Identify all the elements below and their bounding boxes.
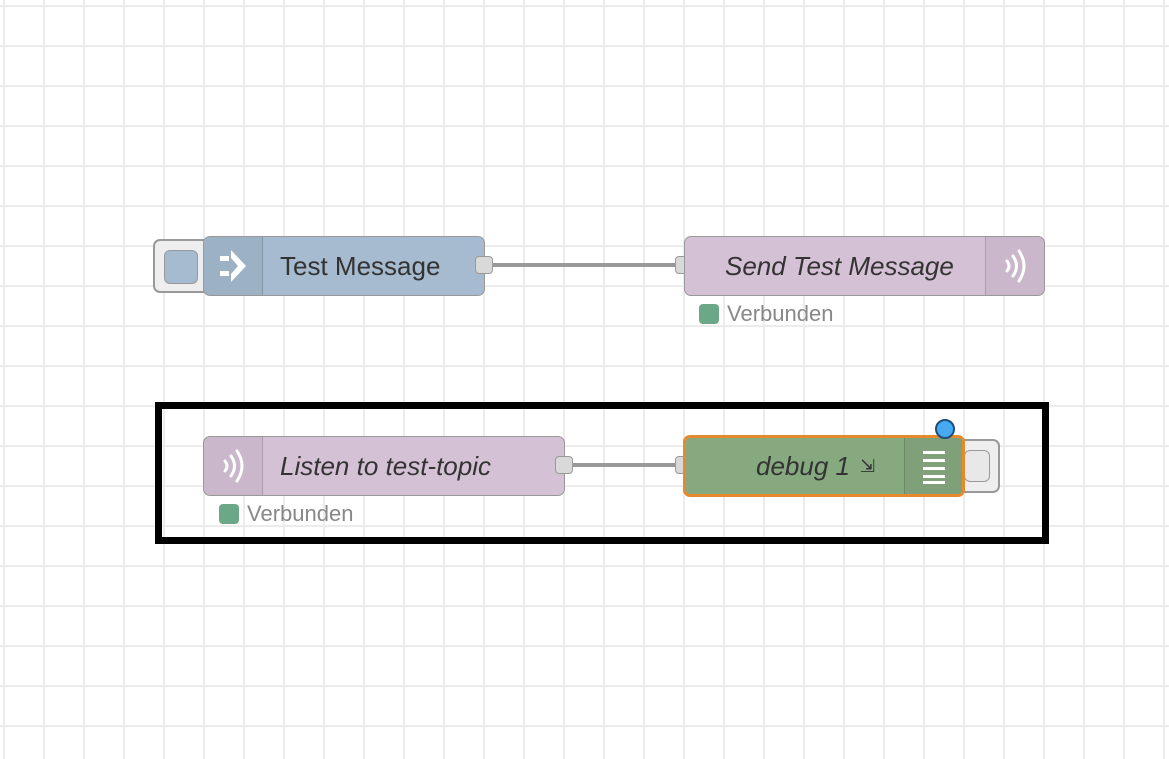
- inject-output-port[interactable]: [475, 256, 493, 274]
- mqtt-in-node-icon-area: [204, 437, 263, 495]
- mqtt-in-status: Verbunden: [219, 501, 353, 527]
- debug-node-label: debug 1 ⇲: [756, 438, 875, 494]
- mqtt-out-node[interactable]: Send Test Message: [684, 236, 1045, 296]
- inject-trigger-button-inner[interactable]: [164, 250, 198, 284]
- mqtt-out-node-label: Send Test Message: [725, 250, 954, 281]
- mqtt-out-status-text: Verbunden: [727, 301, 834, 326]
- mqtt-in-node[interactable]: Listen to test-topic: [203, 436, 565, 496]
- debug-node-label-text: debug 1: [756, 450, 850, 481]
- status-connected-dot: [699, 304, 719, 324]
- mqtt-in-output-port[interactable]: [555, 456, 573, 474]
- debug-node[interactable]: debug 1 ⇲: [683, 435, 965, 497]
- highlight-frame: [155, 402, 1049, 544]
- debug-toggle-button-inner[interactable]: [964, 450, 990, 482]
- status-connected-dot: [219, 504, 239, 524]
- mqtt-signal-icon: [223, 449, 244, 483]
- mqtt-in-node-label: Listen to test-topic: [280, 450, 491, 481]
- mqtt-in-status-text: Verbunden: [247, 501, 354, 526]
- mqtt-out-status: Verbunden: [699, 301, 833, 327]
- inject-node-label: Test Message: [280, 250, 441, 281]
- inject-node-icon-area: [204, 237, 263, 295]
- debug-list-icon: [922, 451, 945, 484]
- inject-arrow-icon: [220, 250, 246, 282]
- debug-node-icon-area: [904, 438, 962, 494]
- mqtt-out-node-icon-area: [985, 237, 1044, 295]
- inject-node[interactable]: Test Message: [203, 236, 485, 296]
- mqtt-signal-icon: [1005, 249, 1026, 283]
- debug-output-target-icon: ⇲: [859, 455, 876, 476]
- node-changed-indicator: [935, 419, 955, 439]
